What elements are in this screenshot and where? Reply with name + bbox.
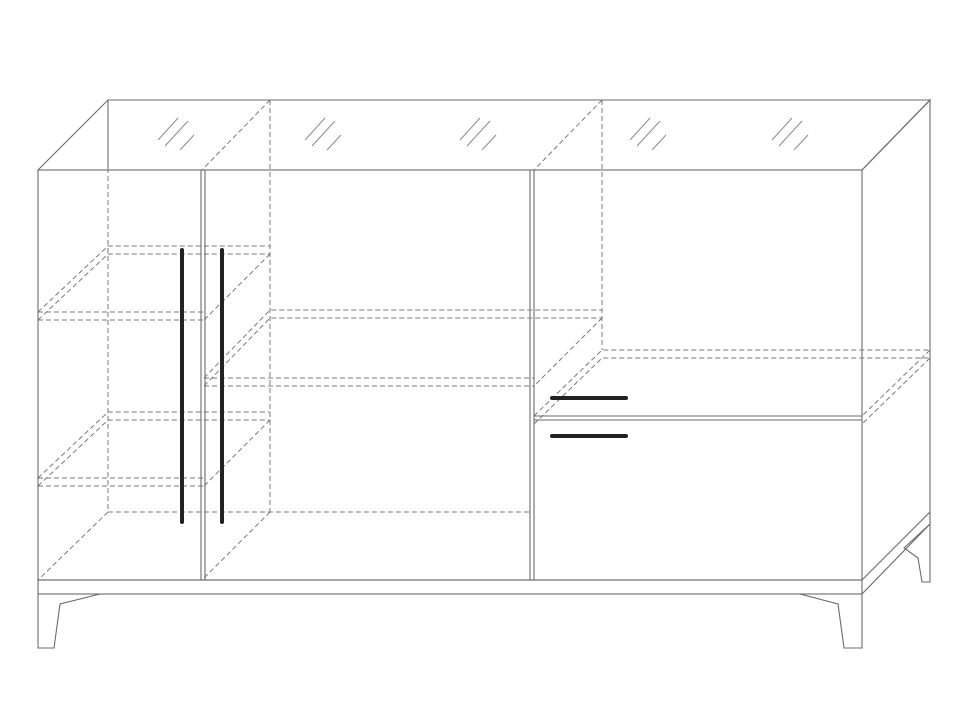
glass-mark-4 bbox=[629, 117, 667, 151]
glass-mark-2 bbox=[304, 117, 342, 151]
plinth bbox=[37, 579, 863, 595]
cabinet-front bbox=[37, 98, 931, 581]
glass-mark-1 bbox=[157, 117, 195, 151]
front-frame bbox=[37, 169, 863, 581]
hidden-structure bbox=[37, 99, 931, 581]
top-back-edge bbox=[37, 99, 932, 171]
front-left-leg bbox=[37, 593, 101, 649]
glass-mark-5 bbox=[771, 117, 809, 151]
right-side-panel bbox=[861, 98, 931, 581]
plinth-side bbox=[861, 512, 931, 595]
cabinet-top bbox=[37, 99, 932, 171]
glass-mark-3 bbox=[459, 117, 497, 151]
glass-marks bbox=[157, 117, 809, 151]
handles bbox=[180, 248, 628, 524]
cabinet-base bbox=[37, 512, 931, 595]
back-right-leg bbox=[903, 522, 931, 583]
front-right-leg bbox=[799, 593, 863, 649]
cabinet-legs bbox=[37, 522, 931, 649]
